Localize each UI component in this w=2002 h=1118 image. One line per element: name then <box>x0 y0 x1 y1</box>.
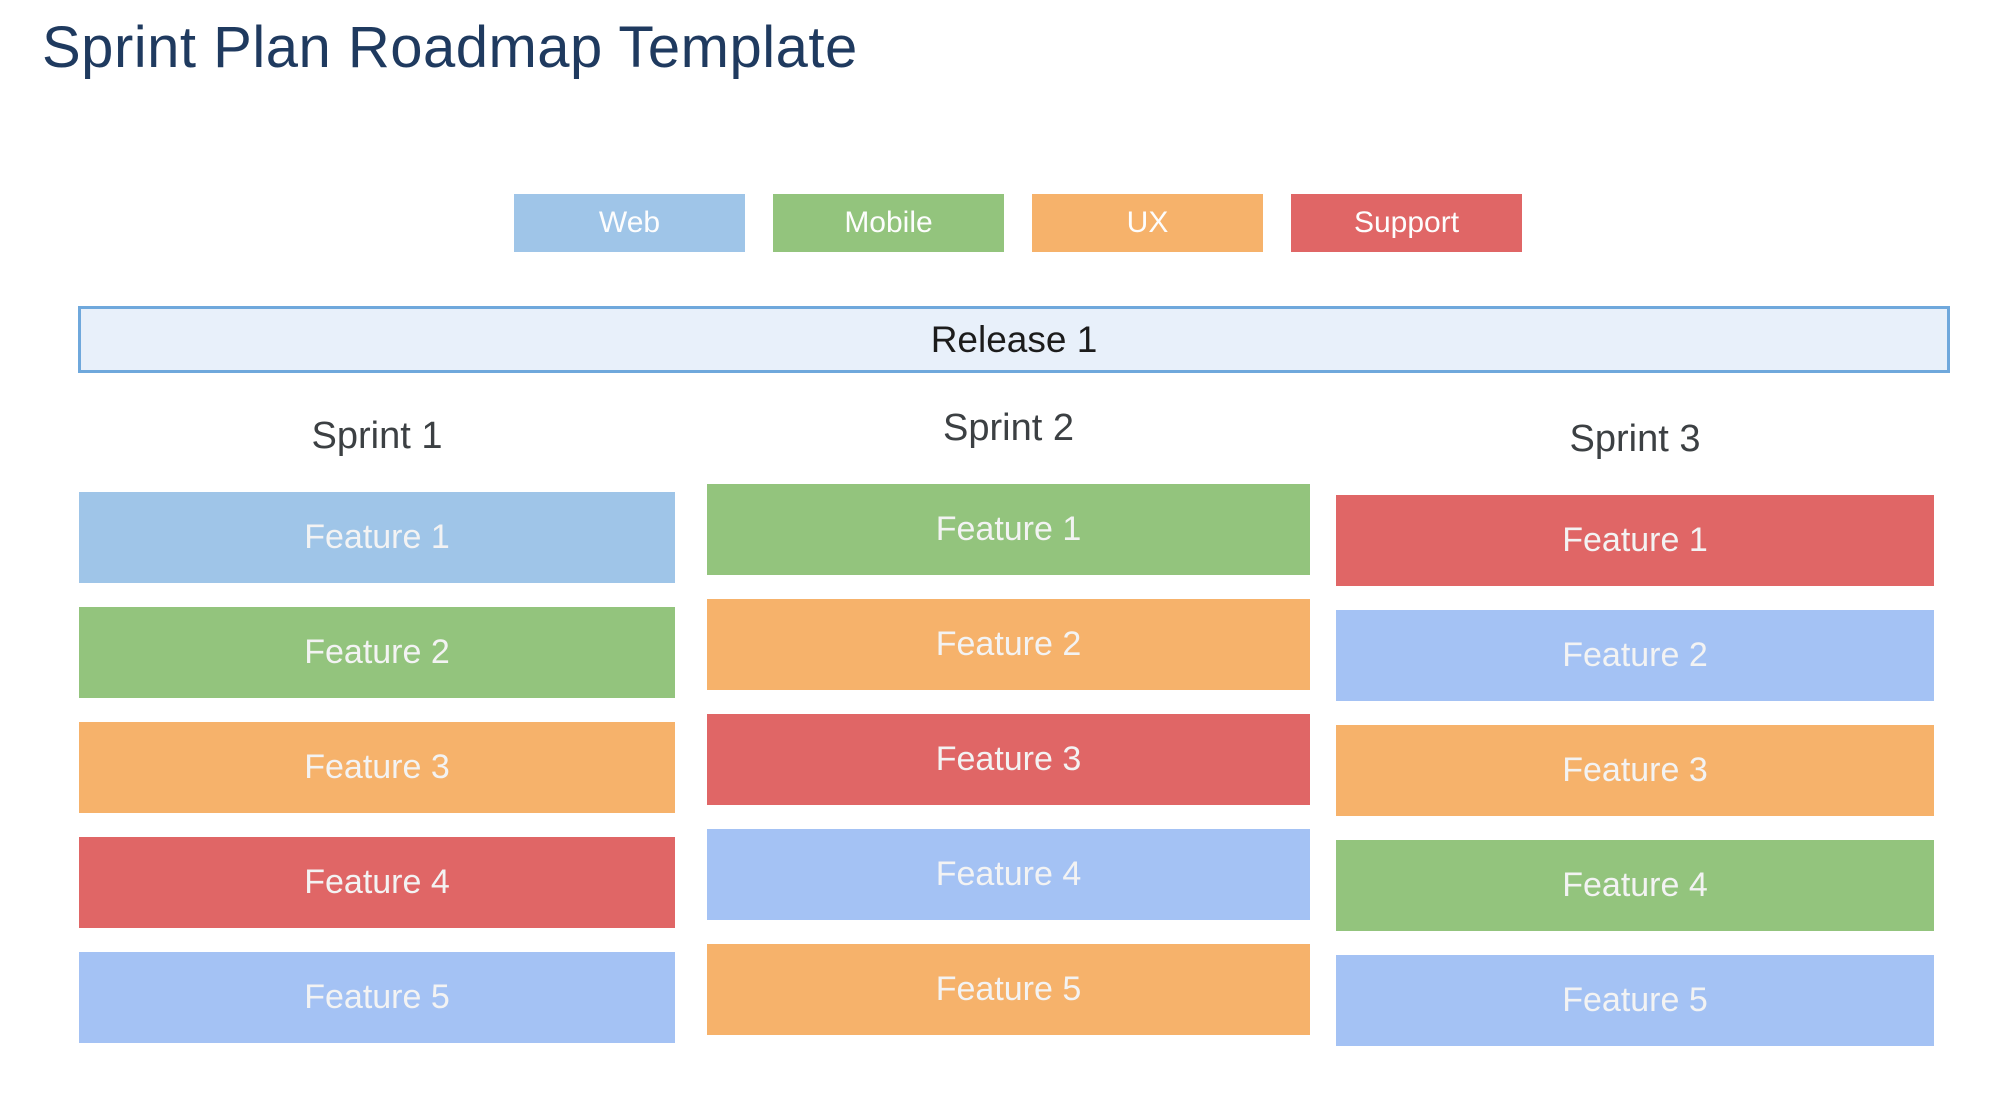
release-banner[interactable]: Release 1 <box>78 306 1950 373</box>
feature-bar-support[interactable]: Feature 4 <box>79 837 675 928</box>
feature-label: Feature 4 <box>935 855 1082 893</box>
page-title: Sprint Plan Roadmap Template <box>42 15 858 80</box>
feature-bar-mobile[interactable]: Feature 4 <box>1336 840 1934 931</box>
legend: Web Mobile UX Support <box>514 194 1522 252</box>
sprint-column-1: Sprint 1 Feature 1 Feature 2 Feature 3 F… <box>79 406 675 1043</box>
feature-bar-web[interactable]: Feature 1 <box>79 492 675 583</box>
feature-label: Feature 3 <box>1562 751 1708 789</box>
sprint-header: Sprint 1 <box>311 414 443 457</box>
legend-item-web[interactable]: Web <box>514 194 745 252</box>
sprint-column-3: Sprint 3 Feature 1 Feature 2 Feature 3 F… <box>1336 409 1934 1046</box>
feature-bar-ux[interactable]: Feature 5 <box>707 944 1310 1035</box>
sprint-column-2: Sprint 2 Feature 1 Feature 2 Feature 3 F… <box>707 398 1310 1035</box>
sprint-header: Sprint 3 <box>1569 417 1701 460</box>
feature-label: Feature 3 <box>304 748 450 786</box>
feature-label: Feature 5 <box>1562 981 1708 1019</box>
legend-item-ux[interactable]: UX <box>1032 194 1263 252</box>
feature-label: Feature 1 <box>935 510 1082 548</box>
feature-label: Feature 5 <box>304 978 450 1016</box>
feature-label: Feature 1 <box>304 518 450 556</box>
legend-item-support[interactable]: Support <box>1291 194 1522 252</box>
feature-label: Feature 3 <box>935 740 1082 778</box>
feature-bar-ux[interactable]: Feature 3 <box>1336 725 1934 816</box>
feature-bar-web[interactable]: Feature 4 <box>707 829 1310 920</box>
feature-bar-mobile[interactable]: Feature 2 <box>79 607 675 698</box>
feature-bar-support[interactable]: Feature 3 <box>707 714 1310 805</box>
feature-bar-ux[interactable]: Feature 3 <box>79 722 675 813</box>
feature-label: Feature 4 <box>304 863 450 901</box>
release-label: Release 1 <box>930 318 1098 360</box>
feature-bar-web[interactable]: Feature 5 <box>1336 955 1934 1046</box>
feature-label: Feature 5 <box>935 970 1082 1008</box>
feature-bar-ux[interactable]: Feature 2 <box>707 599 1310 690</box>
sprint-header: Sprint 2 <box>943 406 1074 449</box>
feature-bar-web[interactable]: Feature 2 <box>1336 610 1934 701</box>
feature-label: Feature 2 <box>304 633 450 671</box>
feature-label: Feature 2 <box>1562 636 1708 674</box>
feature-bar-support[interactable]: Feature 1 <box>1336 495 1934 586</box>
feature-label: Feature 1 <box>1562 521 1708 559</box>
legend-item-label: Support <box>1353 206 1460 239</box>
feature-label: Feature 2 <box>935 625 1082 663</box>
feature-list: Feature 1 Feature 2 Feature 3 Feature 4 … <box>707 484 1310 1035</box>
legend-item-mobile[interactable]: Mobile <box>773 194 1004 252</box>
feature-list: Feature 1 Feature 2 Feature 3 Feature 4 … <box>79 492 675 1043</box>
feature-bar-web[interactable]: Feature 5 <box>79 952 675 1043</box>
legend-item-label: UX <box>1126 206 1169 239</box>
feature-bar-mobile[interactable]: Feature 1 <box>707 484 1310 575</box>
legend-item-label: Mobile <box>844 206 933 239</box>
feature-label: Feature 4 <box>1562 866 1708 904</box>
legend-item-label: Web <box>598 206 661 239</box>
feature-list: Feature 1 Feature 2 Feature 3 Feature 4 … <box>1336 495 1934 1046</box>
